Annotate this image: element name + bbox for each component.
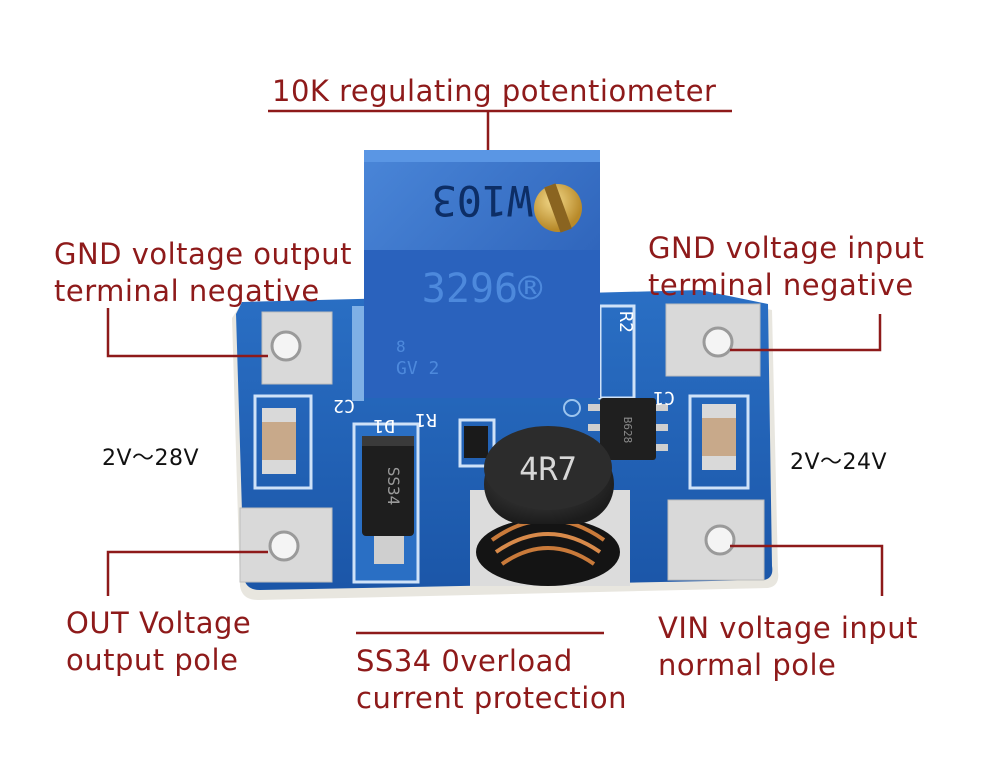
pad-vin [667, 499, 765, 581]
silk-d1: D1 [373, 415, 395, 436]
label-out-voltage-line2: output pole [66, 643, 239, 677]
component-markings: W103 3296® 8 GV 2 4R7 SS34 C2 D1 R1 C1 R… [333, 176, 675, 505]
pad-out [239, 507, 333, 583]
label-vin-line1: VIN voltage input [658, 611, 918, 645]
capacitor-c1 [702, 404, 736, 470]
label-gnd-output-line2: terminal negative [54, 274, 320, 308]
label-gnd-output-line1: GND voltage output [54, 237, 352, 271]
pad-gnd-in [665, 303, 761, 377]
range-output: 2V～28V [102, 446, 200, 471]
ic-marking: B628 [621, 417, 634, 444]
silk-c2: C2 [333, 395, 355, 416]
pot-small-marking-1: 8 [396, 337, 406, 356]
silk-r1: R1 [415, 409, 437, 430]
label-vin: VIN voltage input normal pole [658, 610, 918, 684]
silk-c1: C1 [653, 387, 675, 408]
leader-lines [106, 109, 884, 635]
pot-top-marking: W103 [431, 176, 532, 225]
pot-adjust-screw-icon [534, 183, 582, 233]
label-vin-line2: normal pole [658, 648, 837, 682]
resistor-r1 [464, 426, 488, 458]
inductor-4r7 [476, 426, 620, 586]
label-ss34-line2: current protection [356, 681, 627, 715]
potentiometer-3296 [364, 150, 600, 398]
silk-r2: R2 [615, 311, 636, 333]
diode-ss34 [362, 436, 414, 564]
inductor-marking: 4R7 [519, 450, 577, 488]
label-gnd-output: GND voltage output terminal negative [54, 236, 352, 310]
range-input: 2V～24V [790, 450, 888, 475]
diode-marking: SS34 [384, 467, 403, 506]
label-out-voltage-line1: OUT Voltage [66, 606, 252, 640]
pad-gnd-out [261, 311, 333, 385]
label-gnd-input-line1: GND voltage input [648, 231, 925, 265]
label-potentiometer: 10K regulating potentiometer [272, 74, 717, 108]
pot-small-marking-2: GV 2 [396, 358, 439, 379]
terminal-pads [239, 303, 765, 583]
label-gnd-input: GND voltage input terminal negative [648, 230, 924, 304]
label-ss34-line1: SS34 0verload [356, 644, 573, 678]
capacitor-c2 [262, 408, 296, 474]
pot-model-marking: 3296® [422, 266, 543, 312]
label-out-voltage: OUT Voltage output pole [66, 605, 251, 679]
label-ss34: SS34 0verload current protection [356, 643, 627, 717]
label-gnd-input-line2: terminal negative [648, 268, 914, 302]
